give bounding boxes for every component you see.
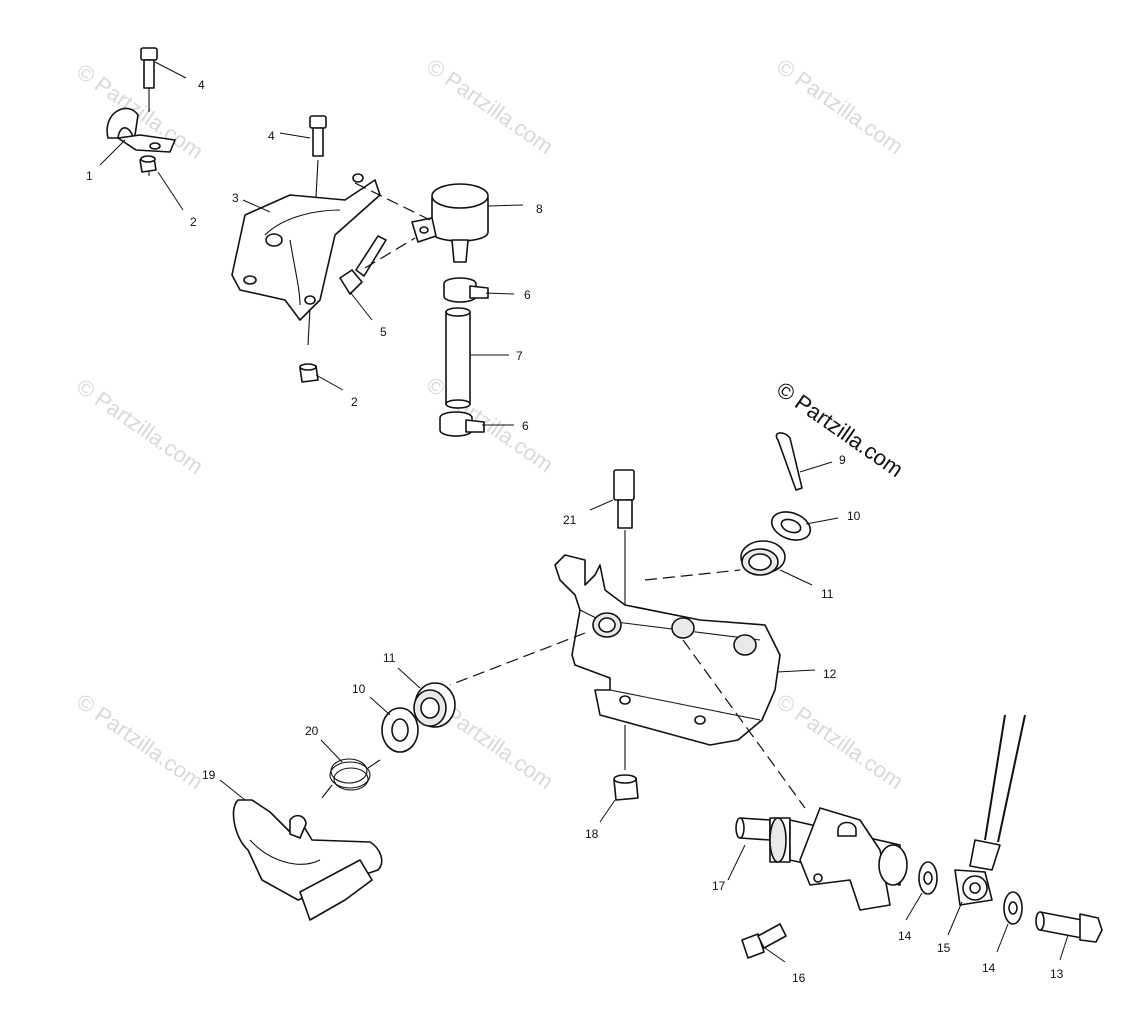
part-10-washer-right: [770, 511, 812, 541]
assembly-line: [449, 632, 586, 686]
part-12-main-bracket: [554, 554, 781, 746]
part-19-brake-pedal: [232, 799, 383, 921]
callout-16: 16: [792, 971, 806, 985]
part-16-bolt: [741, 923, 787, 959]
callout-6: 6: [524, 288, 531, 302]
part-20-spring: [321, 758, 381, 799]
callout-21: 21: [563, 513, 577, 527]
part-17-master-cylinder: [735, 807, 908, 911]
callout-4: 4: [198, 78, 205, 92]
watermark: © Partzilla.com: [772, 54, 908, 160]
leader-lines: [99, 61, 1069, 963]
part-6-hose-clamp-bottom: [439, 411, 485, 437]
watermark: © Partzilla.com: [72, 374, 208, 480]
watermark: © Partzilla.com: [422, 54, 558, 160]
assembly-line: [364, 237, 416, 269]
part-15-rod-end: [954, 714, 1026, 906]
part-8-reservoir: [411, 183, 489, 263]
callout-1: 1: [86, 169, 93, 183]
callout-11: 11: [821, 587, 834, 601]
part-6-hose-clamp-top: [443, 277, 489, 303]
callout-17: 17: [712, 879, 726, 893]
callout-15: 15: [937, 941, 951, 955]
callout-2: 2: [351, 395, 358, 409]
callout-13: 13: [1050, 967, 1064, 981]
part-2-nut-top: [139, 155, 157, 173]
watermark: © Partzilla.com: [72, 689, 208, 795]
part-14-washer-right: [1003, 891, 1023, 925]
part-11-bushing-left: [413, 682, 456, 728]
part-1-clamp: [106, 107, 176, 176]
callout-2: 2: [190, 215, 197, 229]
part-5-bolt: [339, 235, 387, 295]
callout-3: 3: [232, 191, 239, 205]
assembly-line: [644, 569, 741, 581]
assembly-line: [682, 639, 806, 809]
part-9-cotter-pin: [775, 432, 803, 491]
callout-5: 5: [380, 325, 387, 339]
callout-10: 10: [847, 509, 861, 523]
callout-18: 18: [585, 827, 599, 841]
part-18-nut: [613, 725, 639, 801]
callout-8: 8: [536, 202, 543, 216]
part-4-bolt-top: [140, 47, 158, 112]
callout-19: 19: [202, 768, 216, 782]
callout-10: 10: [352, 682, 366, 696]
part-14-washer-left: [918, 861, 938, 895]
watermark-layer: © Partzilla.com © Partzilla.com © Partzi…: [72, 54, 908, 795]
assembly-line: [354, 182, 431, 221]
callout-labels: 1 4 2 3 4 5 6 6 7 8 2 9 10 11 21 12 11 1…: [86, 78, 1064, 985]
part-7-hose: [445, 307, 471, 409]
callout-14: 14: [898, 929, 912, 943]
part-10-washer-left: [381, 707, 419, 753]
part-11-bushing-right: [740, 540, 786, 576]
part-2-nut-lower: [299, 363, 319, 383]
callout-6: 6: [522, 419, 529, 433]
callout-20: 20: [305, 724, 319, 738]
callout-4: 4: [268, 129, 275, 143]
part-3-reservoir-bracket: [231, 173, 381, 321]
watermark: © Partzilla.com: [772, 689, 908, 795]
part-13-bolt: [1035, 911, 1103, 943]
callout-11: 11: [383, 651, 396, 665]
callout-9: 9: [839, 453, 846, 467]
callout-7: 7: [516, 349, 523, 363]
callout-14: 14: [982, 961, 996, 975]
callout-12: 12: [823, 667, 837, 681]
